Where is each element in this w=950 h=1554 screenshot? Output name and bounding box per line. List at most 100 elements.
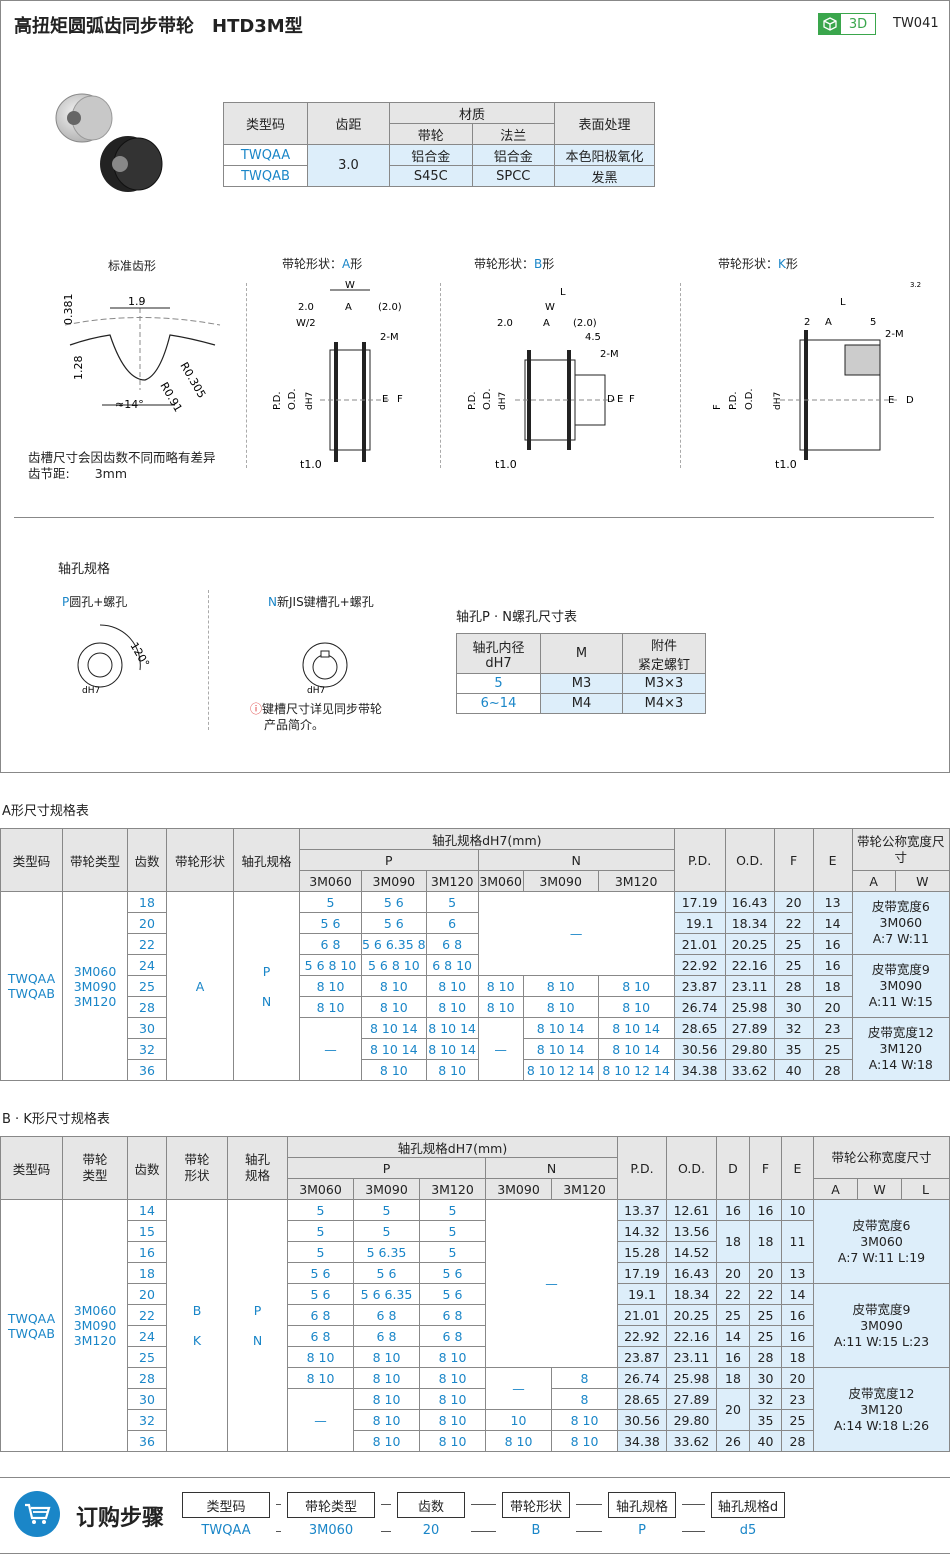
shape-cell[interactable]: A — [166, 891, 234, 1081]
bore-size-cell[interactable]: 6 8 10 — [425, 954, 479, 976]
teeth-cell[interactable]: 25 — [127, 1346, 167, 1368]
bore-size-cell[interactable]: 6 — [425, 912, 479, 934]
bore-size-cell[interactable]: 8 10 — [425, 975, 479, 997]
bore-size-cell[interactable]: 8 10 14 — [361, 1017, 427, 1039]
bore-size-cell[interactable]: 5 — [287, 1241, 354, 1263]
bore-size-cell[interactable]: 8 10 — [419, 1388, 486, 1410]
bore-size-cell[interactable]: 8 10 — [597, 996, 675, 1018]
bore-size-cell[interactable]: 8 10 — [353, 1430, 420, 1452]
bore-size-cell[interactable]: 8 10 — [353, 1346, 420, 1368]
bore-size-cell[interactable]: 5 6 — [353, 1262, 420, 1284]
bore-size-cell[interactable]: 5 — [425, 891, 479, 913]
bore-size-cell[interactable]: 5 6 — [361, 912, 427, 934]
bore-size-cell[interactable]: 8 10 — [485, 1430, 552, 1452]
bore-size-cell[interactable]: 8 10 — [353, 1388, 420, 1410]
bore-size-cell[interactable]: 8 10 — [477, 975, 524, 997]
bore-size-cell[interactable]: 5 6 — [287, 1283, 354, 1305]
bore-size-cell[interactable]: 8 10 — [522, 996, 599, 1018]
bore-size-cell[interactable]: 5 6 — [361, 891, 427, 913]
bore-size-cell[interactable]: 8 10 — [419, 1346, 486, 1368]
bore-size-cell[interactable]: 8 10 14 — [597, 1017, 675, 1039]
bore-size-cell[interactable]: 6 8 — [287, 1325, 354, 1347]
bore-size-cell[interactable]: 8 10 14 — [522, 1038, 599, 1060]
teeth-cell[interactable]: 18 — [127, 1262, 167, 1284]
bore-size-cell[interactable]: 6 8 — [353, 1304, 420, 1326]
bore-size-cell[interactable]: 8 — [551, 1367, 618, 1389]
bore-size-cell[interactable]: 5 6 — [287, 1262, 354, 1284]
bore-size-cell[interactable]: 8 10 — [361, 996, 427, 1018]
bore-size-cell[interactable]: 5 6 8 10 — [299, 954, 362, 976]
bore-size-cell[interactable]: 8 10 — [597, 975, 675, 997]
bore-size-cell[interactable]: 6 8 — [353, 1325, 420, 1347]
bore-size-cell[interactable]: 5 6.35 — [353, 1241, 420, 1263]
type-cell[interactable]: TWQAA — [223, 144, 308, 166]
teeth-cell[interactable]: 22 — [127, 933, 167, 955]
bore-size-cell[interactable]: 6 8 — [419, 1325, 486, 1347]
bore-size-cell[interactable]: 8 10 — [361, 975, 427, 997]
teeth-cell[interactable]: 24 — [127, 1325, 167, 1347]
bore-size-cell[interactable]: 5 6 — [419, 1262, 486, 1284]
bore-size-cell[interactable]: 5 6 — [419, 1283, 486, 1305]
bore-size-cell[interactable]: 8 10 — [287, 1367, 354, 1389]
teeth-cell[interactable]: 20 — [127, 1283, 167, 1305]
type-cell[interactable]: TWQAB — [223, 165, 308, 187]
bore-size-cell[interactable]: 8 10 — [425, 1059, 479, 1081]
teeth-cell[interactable]: 24 — [127, 954, 167, 976]
teeth-cell[interactable]: 36 — [127, 1059, 167, 1081]
bore-size-cell[interactable]: 10 — [485, 1409, 552, 1431]
bore-size-cell[interactable]: 5 — [419, 1220, 486, 1242]
bore-size-cell[interactable]: 8 10 — [551, 1409, 618, 1431]
teeth-cell[interactable]: 36 — [127, 1430, 167, 1452]
bore-size-cell[interactable]: 8 10 — [361, 1059, 427, 1081]
teeth-cell[interactable]: 15 — [127, 1220, 167, 1242]
bore-size-cell[interactable]: 8 10 — [419, 1430, 486, 1452]
bore-size-cell[interactable]: 8 — [551, 1388, 618, 1410]
bore-size-cell[interactable]: 8 10 14 — [597, 1038, 675, 1060]
teeth-cell[interactable]: 30 — [127, 1017, 167, 1039]
bore-size-cell[interactable]: 8 10 12 14 — [597, 1059, 675, 1081]
bore-size-cell[interactable]: 8 10 — [551, 1430, 618, 1452]
bore-size-cell[interactable]: 5 6 6.35 8 — [361, 933, 427, 955]
bore-size-cell[interactable]: 8 10 — [287, 1346, 354, 1368]
bore-size-cell[interactable]: 8 10 14 — [522, 1017, 599, 1039]
3d-button[interactable]: 3D — [818, 13, 876, 35]
bore-size-cell[interactable]: 8 10 — [419, 1367, 486, 1389]
bore-size-cell[interactable]: 5 6 — [299, 912, 362, 934]
teeth-cell[interactable]: 18 — [127, 891, 167, 913]
bore-size-cell[interactable]: 5 — [419, 1241, 486, 1263]
bore-size-cell[interactable]: 8 10 12 14 — [522, 1059, 599, 1081]
bore-size-cell[interactable]: 8 10 — [353, 1367, 420, 1389]
teeth-cell[interactable]: 14 — [127, 1199, 167, 1221]
bore-size-cell[interactable]: 5 — [353, 1199, 420, 1221]
bore-size-cell[interactable]: 5 6 6.35 — [353, 1283, 420, 1305]
bore-size-cell[interactable]: 6 8 — [419, 1304, 486, 1326]
bore-size-cell[interactable]: 8 10 — [299, 996, 362, 1018]
bore-size-cell[interactable]: 5 — [287, 1199, 354, 1221]
bore-size-cell[interactable]: 5 6 8 10 — [361, 954, 427, 976]
teeth-cell[interactable]: 32 — [127, 1038, 167, 1060]
bore-size-cell[interactable]: 8 10 14 — [425, 1038, 479, 1060]
bore-size-cell[interactable]: 8 10 14 — [425, 1017, 479, 1039]
bore-size-cell[interactable]: 8 10 — [299, 975, 362, 997]
bore-size-cell[interactable]: 5 — [419, 1199, 486, 1221]
teeth-cell[interactable]: 30 — [127, 1388, 167, 1410]
teeth-cell[interactable]: 25 — [127, 975, 167, 997]
teeth-cell[interactable]: 32 — [127, 1409, 167, 1431]
bore-size-cell[interactable]: 5 — [299, 891, 362, 913]
bore-size-cell[interactable]: 8 10 — [353, 1409, 420, 1431]
bore-size-cell[interactable]: 6 8 — [425, 933, 479, 955]
bore-size-cell[interactable]: 5 — [287, 1220, 354, 1242]
teeth-cell[interactable]: 28 — [127, 1367, 167, 1389]
bore-size-cell[interactable]: 8 10 — [477, 996, 524, 1018]
bore-size-cell[interactable]: 8 10 14 — [361, 1038, 427, 1060]
bore-size-cell[interactable]: 6 8 — [299, 933, 362, 955]
teeth-cell[interactable]: 22 — [127, 1304, 167, 1326]
bore-size-cell[interactable]: 8 10 — [522, 975, 599, 997]
bore-size-cell[interactable]: 8 10 — [425, 996, 479, 1018]
